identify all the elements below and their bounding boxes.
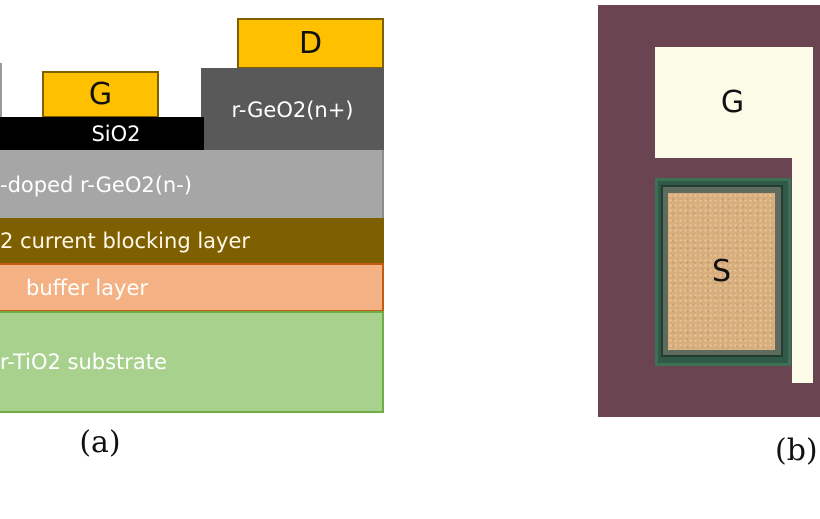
substrate-layer: r-TiO2 substrate: [0, 311, 384, 413]
gate-label: G: [88, 77, 113, 112]
gate-finger: [792, 157, 813, 383]
blocking-label: 2 current blocking layer: [0, 229, 251, 253]
channel-label: -doped r-GeO2(n-): [0, 172, 193, 197]
n-plus-layer: r-GeO2(n+): [201, 68, 384, 151]
gate-metal-label: G: [720, 85, 745, 120]
caption-b: (b): [775, 432, 818, 468]
substrate-label: r-TiO2 substrate: [0, 350, 167, 374]
drain-label: D: [298, 26, 323, 61]
current-blocking-layer: 2 current blocking layer: [0, 218, 384, 264]
buffer-layer: buffer layer: [0, 263, 384, 312]
source-pad: S: [668, 193, 775, 350]
drain-contact: D: [237, 18, 384, 69]
source-contact-edge: [0, 63, 2, 117]
gate-oxide-layer: SiO2: [0, 117, 204, 151]
caption-a: (a): [79, 424, 121, 460]
buffer-label: buffer layer: [26, 275, 149, 300]
micrograph-edge: [813, 47, 820, 417]
gate-contact: G: [42, 71, 159, 118]
channel-layer: -doped r-GeO2(n-): [0, 150, 384, 219]
gate-metal: G: [655, 47, 820, 158]
n-plus-label: r-GeO2(n+): [231, 97, 354, 122]
gate-oxide-label: SiO2: [91, 122, 141, 146]
source-pad-label: S: [711, 254, 732, 289]
